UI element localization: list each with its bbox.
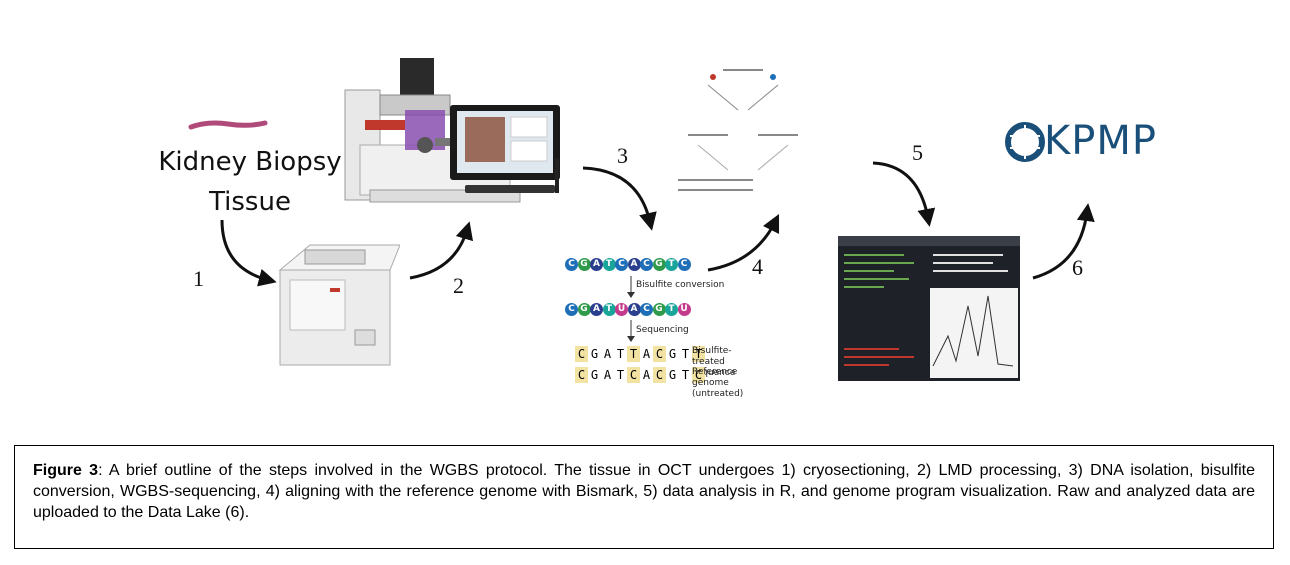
- converted-base: U: [677, 303, 691, 316]
- original-base: T: [602, 258, 616, 271]
- flow-arrows: [220, 161, 1095, 287]
- treated-base: T: [681, 347, 690, 361]
- step-number-6: 6: [1072, 255, 1083, 280]
- bisulfite-arrow: [627, 276, 635, 298]
- arrow-step-5: [872, 161, 936, 227]
- original-base: C: [640, 258, 653, 271]
- figure-caption: Figure 3: A brief outline of the steps i…: [14, 445, 1274, 549]
- converted-base: A: [590, 303, 603, 316]
- monitor-image: [450, 105, 560, 193]
- figure-caption-text: : A brief outline of the steps involved …: [33, 462, 1256, 521]
- converted-base: U: [615, 303, 628, 316]
- kpmp-globe-icon: [1005, 122, 1045, 162]
- original-base: A: [590, 258, 603, 271]
- sequencing-label: Sequencing: [636, 325, 689, 335]
- step-number-1: 1: [193, 266, 204, 291]
- arrow-step-6: [1032, 203, 1095, 280]
- sequencing-arrow: [627, 320, 635, 342]
- r-analysis-screenshot-image: [838, 236, 1020, 381]
- converted-base: A: [627, 303, 641, 316]
- reference-base: C: [575, 367, 588, 383]
- kidney-biopsy-label: Kidney Biopsy Tissue: [150, 142, 350, 222]
- original-base: G: [577, 258, 591, 271]
- arrow-step-1: [220, 219, 277, 287]
- kpmp-logo-text: KPMP: [1044, 118, 1157, 164]
- treated-base: A: [642, 347, 651, 361]
- arrow-step-2: [409, 221, 474, 280]
- treated-base: G: [668, 347, 677, 361]
- kidney-label-line2: Tissue: [209, 187, 291, 217]
- original-base: C: [677, 258, 691, 271]
- arrow-step-3: [582, 166, 657, 231]
- reference-base: T: [681, 368, 690, 382]
- arrow-step-4: [707, 213, 780, 272]
- reference-base: A: [642, 368, 651, 382]
- reference-base: C: [692, 367, 705, 383]
- original-base: G: [652, 258, 666, 271]
- alignment-diagram-image: [678, 69, 798, 191]
- converted-base: C: [640, 303, 653, 316]
- step-number-5: 5: [912, 140, 923, 165]
- converted-base: G: [577, 303, 591, 316]
- reference-base: G: [668, 368, 677, 382]
- treated-base: A: [603, 347, 612, 361]
- converted-base: T: [665, 303, 678, 316]
- reference-genome-label: Reference genome (untreated): [692, 367, 744, 399]
- converted-base: C: [565, 303, 578, 316]
- treated-base: T: [627, 346, 640, 362]
- reference-base: G: [590, 368, 599, 382]
- treated-base: C: [575, 346, 588, 362]
- reference-base: A: [603, 368, 612, 382]
- treated-base: T: [616, 347, 625, 361]
- treated-base: C: [653, 346, 666, 362]
- step-number-4: 4: [752, 254, 763, 279]
- reference-base: C: [627, 367, 640, 383]
- original-base: C: [565, 258, 578, 271]
- bisulfite-treated-label: Bisulfite-treated sequence: [692, 346, 736, 378]
- step-number-2: 2: [453, 273, 464, 298]
- original-base: T: [665, 258, 678, 271]
- converted-base: T: [602, 303, 616, 316]
- figure-caption-label: Figure 3: [33, 462, 99, 479]
- cryostat-image: [278, 244, 400, 366]
- kidney-label-line1: Kidney Biopsy: [158, 147, 342, 177]
- reference-base: C: [653, 367, 666, 383]
- treated-base: T: [692, 346, 705, 362]
- reference-base: T: [616, 368, 625, 382]
- tissue-sample-image: [188, 120, 268, 130]
- bisulfite-conversion-label: Bisulfite conversion: [636, 280, 725, 290]
- converted-base: G: [652, 303, 666, 316]
- original-base: A: [627, 258, 641, 271]
- step-number-3: 3: [617, 143, 628, 168]
- treated-base: G: [590, 347, 599, 361]
- original-base: C: [615, 258, 628, 271]
